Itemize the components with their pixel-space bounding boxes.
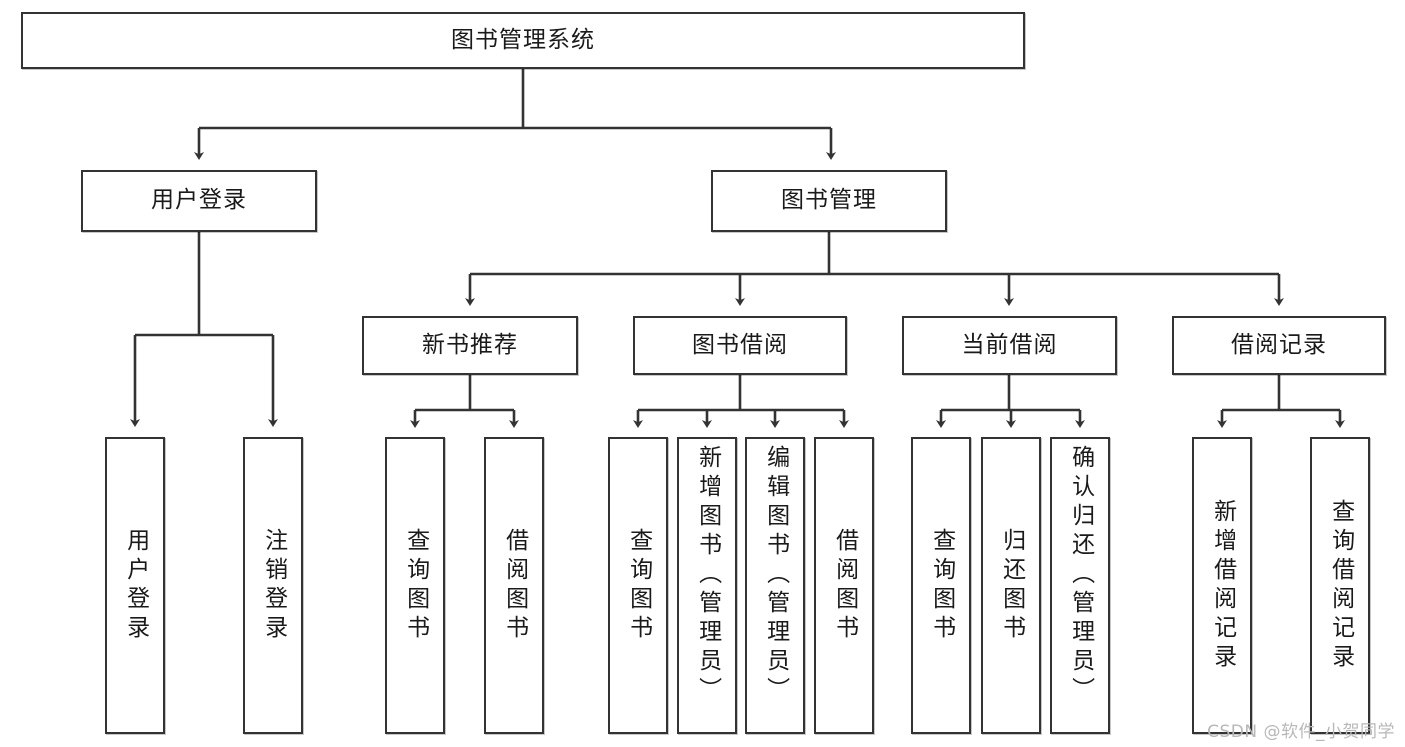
node-leaf-user-login-label: 用户登录 xyxy=(122,527,149,644)
node-borrow-record[interactable]: 借阅记录 xyxy=(1172,316,1386,375)
node-leaf-borrow-book-1[interactable]: 借阅图书 xyxy=(484,437,544,734)
node-current-borrow[interactable]: 当前借阅 xyxy=(902,316,1117,375)
node-book-manage[interactable]: 图书管理 xyxy=(711,170,947,232)
node-user-login[interactable]: 用户登录 xyxy=(81,170,317,232)
node-leaf-query-borrow-record[interactable]: 查询借阅记录 xyxy=(1310,437,1370,734)
node-leaf-add-book-admin-label: 新增图书（管理员） xyxy=(694,445,721,706)
node-leaf-confirm-return-admin[interactable]: 确认归还（管理员） xyxy=(1050,437,1110,734)
node-leaf-edit-book-admin[interactable]: 编辑图书（管理员） xyxy=(745,437,805,734)
node-leaf-borrow-book-2[interactable]: 借阅图书 xyxy=(814,437,874,734)
node-user-login-label: 用户登录 xyxy=(151,187,247,214)
node-new-book-rec[interactable]: 新书推荐 xyxy=(362,316,578,375)
node-leaf-user-login[interactable]: 用户登录 xyxy=(105,437,165,734)
node-borrow-record-label: 借阅记录 xyxy=(1231,331,1327,358)
node-leaf-add-borrow-record[interactable]: 新增借阅记录 xyxy=(1192,437,1252,734)
watermark: CSDN @软件_小贺同学 xyxy=(1207,722,1395,742)
node-leaf-query-book-1[interactable]: 查询图书 xyxy=(385,437,445,734)
node-leaf-confirm-return-admin-label: 确认归还（管理员） xyxy=(1067,445,1094,706)
node-leaf-query-book-2[interactable]: 查询图书 xyxy=(608,437,668,734)
node-book-borrow-label: 图书借阅 xyxy=(692,331,788,358)
node-leaf-user-logout-label: 注销登录 xyxy=(260,527,287,644)
node-leaf-borrow-book-1-label: 借阅图书 xyxy=(501,527,528,644)
node-book-borrow[interactable]: 图书借阅 xyxy=(633,316,847,375)
node-leaf-user-logout[interactable]: 注销登录 xyxy=(243,437,303,734)
node-leaf-query-book-3[interactable]: 查询图书 xyxy=(911,437,971,734)
node-leaf-query-book-1-label: 查询图书 xyxy=(402,527,429,644)
node-leaf-query-borrow-record-label: 查询借阅记录 xyxy=(1327,498,1354,673)
node-root-label: 图书管理系统 xyxy=(451,26,595,53)
node-leaf-edit-book-admin-label: 编辑图书（管理员） xyxy=(762,445,789,706)
node-leaf-query-book-3-label: 查询图书 xyxy=(928,527,955,644)
node-leaf-return-book-label: 归还图书 xyxy=(998,527,1025,644)
node-root[interactable]: 图书管理系统 xyxy=(21,12,1025,69)
node-new-book-rec-label: 新书推荐 xyxy=(422,331,518,358)
node-leaf-borrow-book-2-label: 借阅图书 xyxy=(831,527,858,644)
node-current-borrow-label: 当前借阅 xyxy=(961,331,1058,358)
node-leaf-return-book[interactable]: 归还图书 xyxy=(981,437,1041,734)
node-leaf-add-borrow-record-label: 新增借阅记录 xyxy=(1209,498,1236,673)
node-book-manage-label: 图书管理 xyxy=(781,187,877,214)
node-leaf-query-book-2-label: 查询图书 xyxy=(625,527,652,644)
node-leaf-add-book-admin[interactable]: 新增图书（管理员） xyxy=(677,437,737,734)
